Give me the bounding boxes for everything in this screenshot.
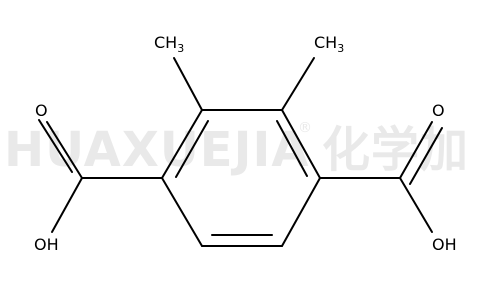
ring-bond xyxy=(161,109,203,179)
carboxyl-left xyxy=(38,119,163,233)
hydroxyl-label-left: OH xyxy=(34,235,59,254)
methyl-bond-right xyxy=(281,57,315,111)
carbonyl-bond xyxy=(399,121,433,179)
oxygen-label-right: O xyxy=(432,101,445,120)
methyl-label-right: CH3 xyxy=(314,33,344,55)
hydroxyl-label-right: OH xyxy=(432,235,457,254)
watermark: HUAXUEJIA ® 化学加 xyxy=(4,120,469,178)
methyl-label-left: CH3 xyxy=(154,33,184,55)
hydroxyl-bond xyxy=(51,177,83,233)
ring-bond xyxy=(281,177,321,247)
hydroxyl-bond xyxy=(399,177,433,233)
ring-bond xyxy=(281,109,321,179)
watermark-cjk: 化学加 xyxy=(322,122,469,178)
methyl-bond-left xyxy=(173,57,203,111)
carboxyl-right xyxy=(319,121,443,233)
carbonyl-bond xyxy=(38,119,73,173)
ring-bond xyxy=(161,177,203,247)
carbonyl-bond xyxy=(409,127,443,185)
ring-double-bond xyxy=(175,120,209,178)
ring-double-bond xyxy=(276,120,308,177)
watermark-registered: ® xyxy=(298,120,312,136)
carbonyl-bond xyxy=(46,121,83,179)
benzene-ring xyxy=(161,109,321,247)
watermark-text: HUAXUEJIA xyxy=(4,122,309,178)
oxygen-label-left: O xyxy=(35,101,48,120)
